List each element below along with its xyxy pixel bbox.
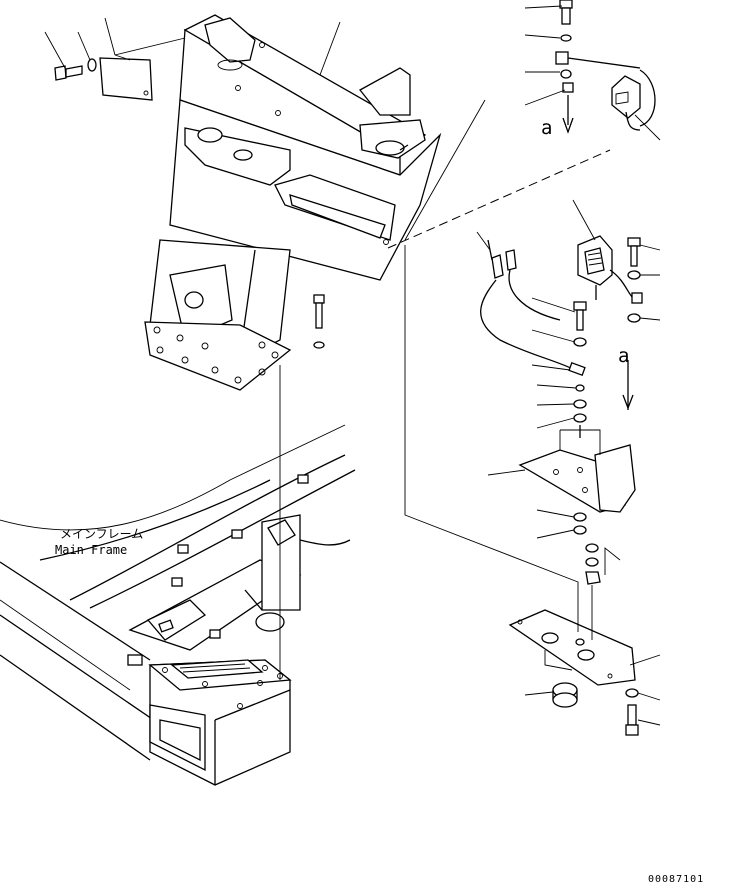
assembly-line-upper-light (387, 149, 611, 249)
view-arrow-label-upper: a (541, 117, 552, 139)
main-frame-label-en: Main Frame (55, 543, 127, 557)
bolt-upper-left (54, 58, 97, 81)
main-frame-label-jp: メインフレーム (60, 527, 143, 541)
light-bracket (518, 429, 636, 513)
view-arrow-label-lower: a (618, 345, 629, 367)
leader-lines (44, 5, 661, 726)
bolt-bottom (625, 688, 639, 736)
assembly-line-top (404, 99, 486, 241)
assembly-line-center (404, 245, 579, 632)
bolt-flange (313, 294, 325, 349)
mount-washers (573, 512, 601, 585)
name-plate (99, 57, 153, 101)
drawing-number: 00087101 (648, 874, 704, 885)
upper-work-light (555, 0, 656, 134)
main-frame (0, 424, 356, 786)
rubber-cap (552, 682, 578, 708)
light-support-bracket (144, 14, 442, 391)
wiring-harness (480, 239, 586, 376)
base-plate (508, 609, 636, 686)
hardware-stack (573, 301, 587, 438)
lower-work-light (577, 235, 643, 410)
